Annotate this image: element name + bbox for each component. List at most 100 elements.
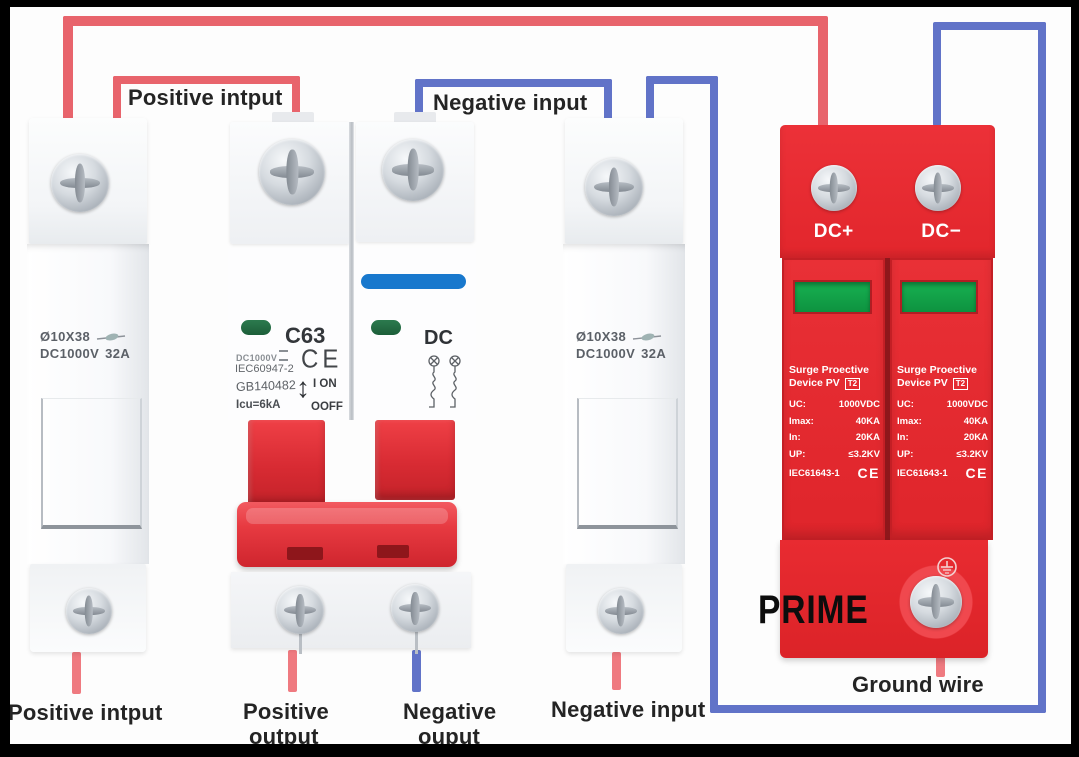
- fuse1-top-screw-icon: [51, 154, 109, 212]
- fuse1-current-label: 32A: [105, 346, 131, 361]
- spd2-imax-val: 40KA: [963, 415, 988, 427]
- negative-bracket-left: [415, 79, 423, 135]
- breaker-top-block-right: [356, 122, 474, 242]
- breaker-top-lug-right: [394, 112, 436, 124]
- spd1-imax-val: 40KA: [855, 415, 880, 427]
- breaker-top-block-left: [230, 122, 350, 244]
- fuse1-bottom-screw-icon: [66, 588, 112, 634]
- breaker-positive-output-stub: [288, 650, 297, 692]
- positive-bracket-left: [113, 76, 121, 124]
- fuse1-voltage-label: DC1000V: [40, 346, 100, 361]
- label-ground-wire: Ground wire: [852, 672, 984, 697]
- spd1-up-val: ≤3.2KV: [848, 448, 880, 460]
- breaker-standard1-label: IEC60947-2: [235, 363, 294, 375]
- breaker-handle-bar: [237, 502, 457, 567]
- surge-protective-device: DC+ DC− Surge Proective Device PV T2 UC:…: [780, 125, 995, 658]
- fuse2-body: Ø10X38 DC1000V 32A: [563, 244, 685, 564]
- ground-symbol-icon: [937, 557, 957, 577]
- breaker-paddle-right: [375, 420, 455, 500]
- spd2-title-line1: Surge Proective: [897, 364, 977, 376]
- negative-wire-right-vertical: [1038, 22, 1046, 713]
- breaker-top-screw-right-icon: [382, 139, 444, 201]
- spd-status-window-1: [795, 282, 870, 312]
- label-negative-output-line1: Negative: [403, 699, 497, 724]
- spd1-type-badge: T2: [844, 377, 861, 390]
- fuse1-bottom-cap: [30, 564, 146, 652]
- spd1-ce-mark: CE: [857, 465, 880, 481]
- breaker-paddle-left: [248, 420, 325, 505]
- positive-bracket-top: [113, 76, 300, 84]
- fuse2-output-stub: [612, 652, 621, 690]
- spd1-title-line2: Device PV: [789, 377, 840, 389]
- breaker-bottom-screw-right-icon: [391, 584, 439, 632]
- fuse2-top-screw-icon: [585, 158, 643, 216]
- fuse2-bottom-cap: [566, 564, 682, 652]
- frame-bar-left: [0, 0, 10, 757]
- positive-bracket-right: [292, 76, 300, 134]
- positive-wire-left-vertical: [63, 16, 73, 124]
- negative-wire-top-right-run: [937, 22, 1046, 30]
- spd-brand-label: PRIME: [758, 588, 869, 632]
- breaker-green-indicator-right: [371, 320, 401, 335]
- fuse2-door-outline: [577, 398, 678, 529]
- spd2-in-val: 20KA: [963, 432, 988, 443]
- breaker-wiretip-right: [415, 628, 418, 654]
- breaker-bottom-screw-left-icon: [276, 586, 324, 634]
- handle-slot-left: [287, 547, 323, 560]
- breaker-toggle-arrow-icon: ↕: [296, 372, 310, 403]
- negative-wire-mid-vertical: [710, 76, 718, 713]
- breaker-ce-mark: CE: [301, 344, 343, 375]
- breaker-wiretip-left: [299, 630, 302, 654]
- breaker-off-label: OOFF: [311, 401, 343, 413]
- fuse-cartridge-icon: [633, 333, 662, 340]
- spd1-in-key: In:: [789, 432, 801, 443]
- fuse2-bottom-screw-icon: [598, 588, 644, 634]
- fuse2-current-label: 32A: [641, 346, 667, 361]
- breaker-top-screw-left-icon: [259, 139, 325, 205]
- fuse1-output-stub: [72, 652, 81, 694]
- breaker-pole2-label: DC: [424, 327, 453, 349]
- spd-module-2-markings: Surge Proective Device PV T2 UC:1000VDC …: [897, 364, 988, 481]
- breaker-model-label: C63: [285, 323, 326, 348]
- breaker-pole-divider: [349, 122, 354, 420]
- spd-bottom-block: [780, 540, 988, 658]
- frame-bar-right: [1071, 0, 1079, 757]
- breaker-icu-label: Icu=6kA: [236, 399, 281, 411]
- fuse1-markings: Ø10X38 DC1000V 32A: [40, 328, 130, 362]
- breaker-on-label: I ON: [313, 378, 337, 390]
- fuse-holder-right: Ø10X38 DC1000V 32A: [563, 118, 685, 652]
- spd1-up-key: UP:: [789, 448, 806, 460]
- spd2-imax-key: Imax:: [897, 415, 922, 427]
- negative-bracket-right: [604, 79, 612, 123]
- breaker-green-indicator-left: [241, 320, 271, 335]
- fuse-cartridge-icon: [97, 333, 126, 340]
- spd1-imax-key: Imax:: [789, 415, 814, 427]
- spd1-standard-label: IEC61643-1: [789, 467, 840, 479]
- spd-module-2: Surge Proective Device PV T2 UC:1000VDC …: [890, 258, 993, 540]
- spd-status-window-2: [902, 282, 976, 312]
- label-positive-output-line1: Positive: [243, 699, 329, 724]
- negative-wire-spd-vertical: [933, 22, 941, 126]
- spd1-uc-val: 1000VDC: [838, 399, 880, 410]
- dc-symbol-icon: [279, 350, 289, 361]
- breaker-top-lug-left: [272, 112, 314, 124]
- spd1-in-val: 20KA: [855, 432, 880, 443]
- breaker-voltage-label: DC1000V: [236, 350, 289, 363]
- spd-module-1: Surge Proective Device PV T2 UC:1000VDC …: [782, 258, 885, 540]
- negative-wire-bottom-run: [710, 705, 1046, 713]
- negative-bracket-top: [415, 79, 612, 87]
- spd2-uc-key: UC:: [897, 399, 914, 410]
- spd1-uc-key: UC:: [789, 399, 806, 410]
- fuse-holder-left: Ø10X38 DC1000V 32A: [27, 118, 149, 652]
- positive-wire-spd-vertical: [818, 16, 828, 128]
- spd-screw-positive-icon: [811, 165, 857, 211]
- dc-circuit-breaker: C63 DC1000V IEC60947-2 GB140482 Icu=6kA …: [228, 112, 476, 660]
- spd2-up-val: ≤3.2KV: [956, 448, 988, 460]
- spd-module-gap: [885, 258, 890, 540]
- spd-screw-negative-icon: [915, 165, 961, 211]
- spd2-type-badge: T2: [952, 377, 969, 390]
- fuse2-voltage-label: DC1000V: [576, 346, 636, 361]
- positive-wire-top-run: [63, 16, 827, 26]
- spd1-title-line1: Surge Proective: [789, 364, 869, 376]
